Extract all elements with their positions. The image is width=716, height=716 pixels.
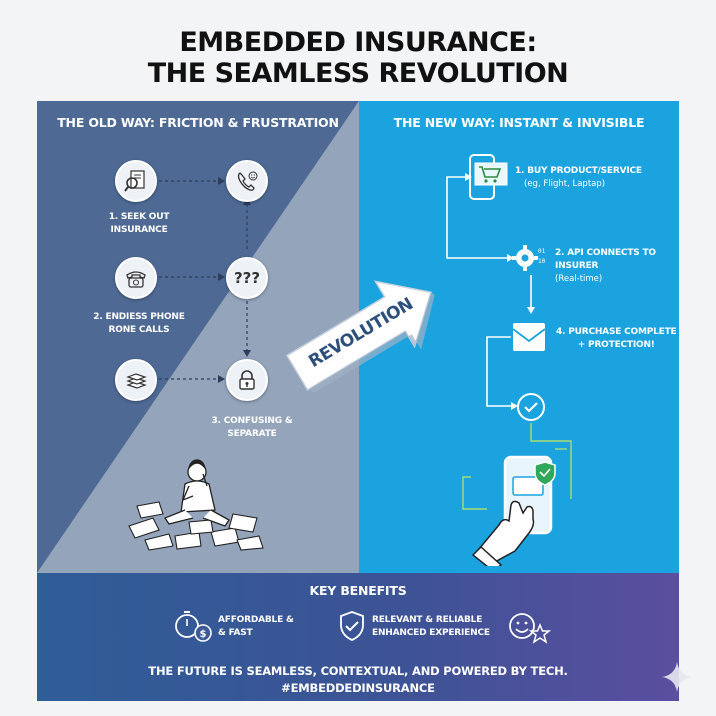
question-marks-icon: ??? — [226, 257, 268, 299]
new-step2: 2. API CONNECTS TO INSURER (Real-time) — [555, 248, 656, 284]
old-step1-label: 1. SEEK OUT INSURANCE — [108, 212, 170, 235]
check-circle-icon — [517, 393, 545, 421]
svg-text:10: 10 — [538, 258, 546, 265]
new-way-panel: THE NEW WAY: INSTANT & INVISIBLE 1. BUY … — [359, 101, 679, 573]
new-way-flow-lines — [446, 173, 572, 510]
benefit-relevant: RELEVANT & RELIABLE ENHANCED EXPERIENCE — [372, 615, 490, 638]
stopwatch-dollar-icon: $ — [175, 611, 212, 642]
benefit-affordable: AFFORDABLE & & FAST — [218, 615, 294, 638]
footer-hashtag: #EMBEDDEDINSURANCE — [281, 681, 435, 695]
old-way-header: THE OLD WAY: FRICTION & FRUSTRATION — [57, 115, 339, 130]
old-way-diagonal — [37, 101, 359, 573]
purchase-card-icon — [512, 323, 546, 351]
svg-text:$: $ — [200, 629, 207, 640]
padlock-icon — [226, 359, 268, 401]
rotary-phone-icon — [115, 257, 157, 299]
hand-phone-shield-icon — [471, 455, 556, 566]
footer-tagline: THE FUTURE IS SEAMLESS, CONTEXTUAL, AND … — [148, 664, 568, 678]
key-benefits-header: KEY BENEFITS — [309, 583, 407, 598]
new-way-header: THE NEW WAY: INSTANT & INVISIBLE — [393, 115, 645, 130]
revolution-arrow — [285, 280, 435, 393]
key-benefits-panel: KEY BENEFITS $ AFFORDABLE & & FAST RELEV… — [37, 573, 679, 701]
new-step1: 1. BUY PRODUCT/SERVICE (eg, Flight, Lapt… — [515, 166, 642, 189]
frustrated-person-illustration — [128, 459, 264, 551]
page-title-line1: EMBEDDED INSURANCE: — [179, 27, 537, 58]
new-step4: 4. PURCHASE COMPLETE + PROTECTION! — [556, 327, 677, 350]
page-title-line2: THE SEAMLESS REVOLUTION — [147, 58, 569, 89]
smiley-star-icon — [509, 613, 551, 644]
old-step3-label: 3. CONFUSING & SEPARATE — [211, 416, 293, 439]
shield-check-icon — [340, 611, 364, 641]
phone-cart-icon — [469, 154, 508, 200]
phone-smile-icon — [226, 160, 268, 202]
paper-stack-icon — [115, 359, 157, 401]
api-gear-icon: 01 10 — [512, 245, 546, 271]
old-way-panel: THE OLD WAY: FRICTION & FRUSTRATION 1. S… — [37, 101, 359, 573]
seek-insurance-icon — [115, 160, 157, 202]
svg-text:01: 01 — [538, 248, 546, 255]
sparkle-icon — [662, 662, 692, 692]
old-step2-label: 2. ENDIESS PHONE RONE CALLS — [93, 312, 185, 335]
